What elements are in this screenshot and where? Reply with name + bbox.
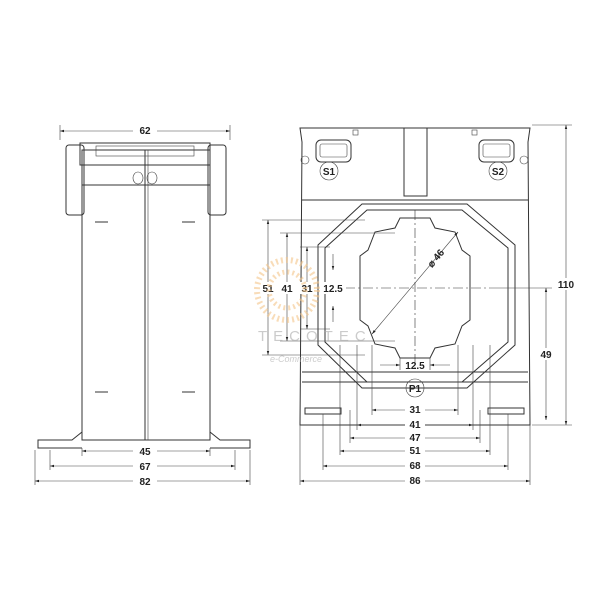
front-view: S1 S2 ⌀ 46 P1 110 49 51 41 31 12.5 12.5 … xyxy=(259,124,576,487)
dim-w51: 51 xyxy=(409,446,421,457)
dim-center-height: 49 xyxy=(540,350,552,361)
dim-w31: 31 xyxy=(409,405,421,416)
dim-slot-h: 12.5 xyxy=(405,361,425,372)
dim-base-width: 82 xyxy=(139,477,151,488)
watermark-brand: TECOTEC xyxy=(258,328,372,345)
terminal-p1: P1 xyxy=(409,384,422,395)
watermark: TECOTEC e-Commerce xyxy=(254,257,372,364)
terminal-s2: S2 xyxy=(492,167,505,178)
dim-slot-v: 12.5 xyxy=(323,284,343,295)
watermark-tagline: e-Commerce xyxy=(270,354,322,364)
dim-w86: 86 xyxy=(409,476,421,487)
dim-w47: 47 xyxy=(409,433,421,444)
side-view: 62 45 67 82 xyxy=(34,124,251,488)
terminal-s1: S1 xyxy=(323,167,336,178)
dim-window-v-mid: 41 xyxy=(281,284,293,295)
dim-diameter: ⌀ 46 xyxy=(426,247,448,270)
dim-inner-width: 45 xyxy=(139,447,151,458)
dim-height: 110 xyxy=(558,280,575,291)
dim-w68: 68 xyxy=(409,461,421,472)
dim-top-width: 62 xyxy=(139,126,151,137)
dim-mid-width: 67 xyxy=(139,462,151,473)
dim-w41: 41 xyxy=(409,420,421,431)
